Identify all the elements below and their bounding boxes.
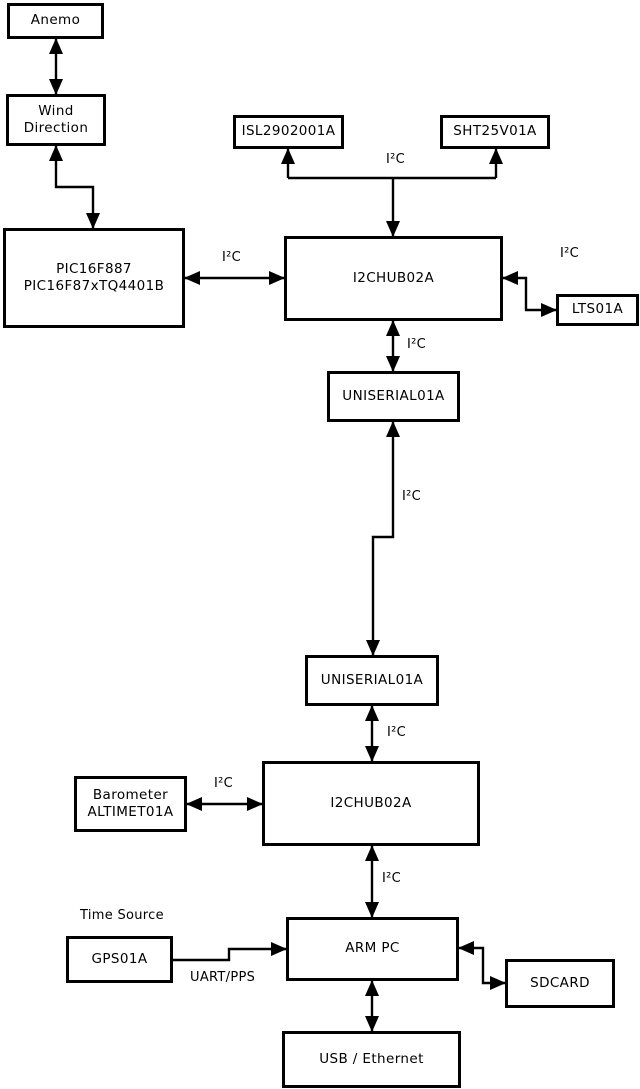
i2c-label-uniserial-link: I²C — [402, 489, 422, 504]
barometer-label-line1: Barometer — [92, 786, 169, 803]
lts-sensor-label: LTS01A — [571, 301, 624, 318]
i2c-label-barometer: I²C — [214, 776, 234, 791]
uniserial-top-block: UNISERIAL01A — [327, 371, 460, 422]
sht-sensor-block: SHT25V01A — [440, 115, 550, 149]
arm-pc-block: ARM PC — [286, 917, 459, 981]
uniserial-bottom-label: UNISERIAL01A — [320, 671, 424, 688]
i2c-label-uniserial-hub2: I²C — [387, 725, 407, 740]
uniserial-bottom-block: UNISERIAL01A — [305, 655, 439, 706]
barometer-block: Barometer ALTIMET01A — [74, 776, 187, 832]
isl-sensor-label: ISL2902001A — [241, 123, 336, 140]
pic-label-line2: PIC16F87xTQ4401B — [23, 278, 165, 294]
isl-sensor-block: ISL2902001A — [233, 115, 344, 149]
i2c-hub-bottom-block: I2CHUB02A — [262, 761, 480, 846]
edge-wind-pic-arrow — [49, 145, 100, 229]
edge-gps-arm-arrow — [173, 942, 287, 962]
uniserial-top-label: UNISERIAL01A — [342, 387, 445, 404]
i2c-label-pic-hub: I²C — [222, 250, 242, 265]
time-source-label: Time Source — [80, 908, 164, 923]
lts-sensor-block: LTS01A — [556, 294, 639, 326]
uart-pps-label: UART/PPS — [190, 970, 256, 985]
sht-sensor-label: SHT25V01A — [453, 123, 537, 140]
i2c-hub-top-label: I2CHUB02A — [352, 269, 435, 286]
edge-arm-sdcard-arrow — [458, 941, 506, 990]
i2c-label-hub2-arm: I²C — [382, 871, 402, 886]
edge-uniserial-link-arrow — [366, 421, 400, 656]
anemometer-label: Anemo — [30, 12, 81, 29]
usb-ethernet-block: USB / Ethernet — [282, 1031, 461, 1088]
anemometer-block: Anemo — [7, 3, 104, 39]
i2c-label-hub-uniserial: I²C — [407, 337, 427, 352]
arm-pc-label: ARM PC — [345, 940, 400, 957]
i2c-hub-top-block: I2CHUB02A — [284, 236, 503, 321]
pic-microcontroller-block: PIC16F887 PIC16F87xTQ4401B — [3, 228, 185, 328]
sdcard-block: SDCARD — [505, 959, 615, 1008]
i2c-hub-bottom-label: I2CHUB02A — [330, 794, 412, 811]
i2c-label-sensor-bus: I²C — [386, 152, 406, 167]
wind-direction-label-line2: Direction — [23, 120, 89, 136]
pic-label-line1: PIC16F887 — [56, 260, 132, 277]
edge-hub1-lts-arrow — [502, 271, 557, 317]
barometer-label-line2: ALTIMET01A — [87, 804, 174, 820]
gps-label: GPS01A — [91, 950, 148, 967]
wind-direction-block: Wind Direction — [6, 94, 106, 146]
sdcard-label: SDCARD — [530, 974, 590, 991]
wind-direction-label-line1: Wind — [38, 102, 74, 119]
i2c-label-lts: I²C — [560, 246, 580, 261]
usb-ethernet-label: USB / Ethernet — [319, 1050, 424, 1067]
gps-block: GPS01A — [66, 936, 173, 983]
